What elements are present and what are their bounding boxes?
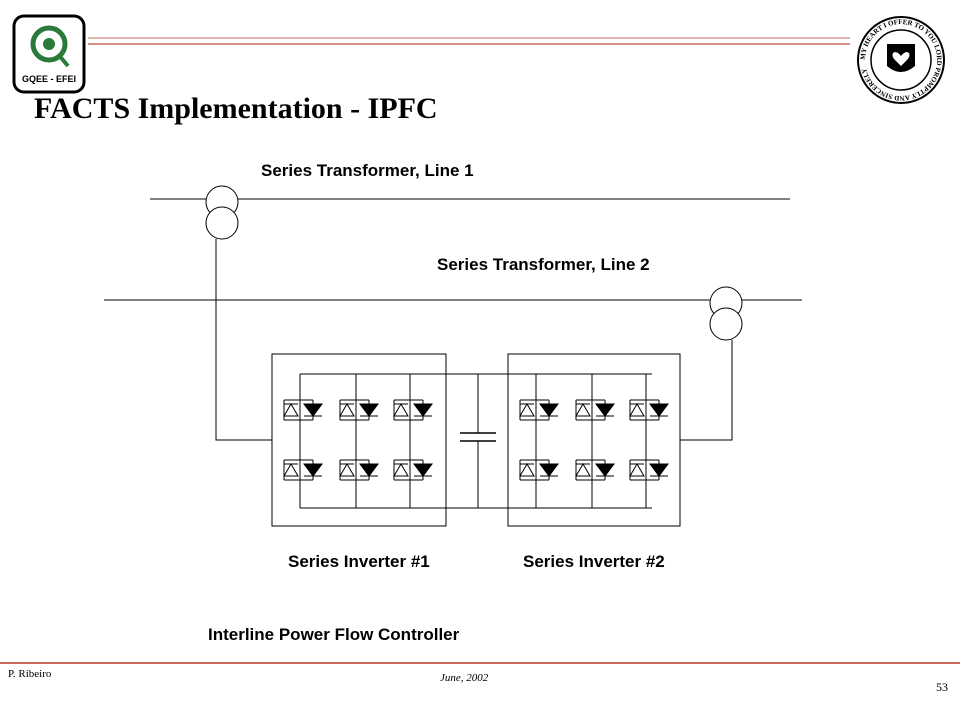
igbt-diode-cell [629,459,669,481]
header-rule [88,37,850,45]
label-series-transformer-1: Series Transformer, Line 1 [261,161,474,180]
label-series-inverter-1: Series Inverter #1 [288,552,430,571]
series-transformer-2 [709,286,743,341]
igbt-diode-cell [575,459,615,481]
wire-transformer2-to-inverter2 [680,340,733,441]
igbt-diode-cell [339,459,379,481]
igbt-diode-cell [393,459,433,481]
switch-array [283,374,669,508]
igbt-diode-cell [519,399,559,421]
igbt-diode-cell [629,399,669,421]
slide-title: FACTS Implementation - IPFC [34,92,438,125]
igbt-diode-cell [519,459,559,481]
label-series-transformer-2: Series Transformer, Line 2 [437,255,650,274]
series-transformer-1 [205,185,239,240]
inverter-2-box [507,353,681,527]
footer-author: P. Ribeiro [8,668,52,680]
igbt-diode-cell [575,399,615,421]
igbt-diode-cell [283,399,323,421]
igbt-diode-cell [339,399,379,421]
footer-rule [0,662,960,664]
footer-date: June, 2002 [440,672,489,684]
dc-link [300,373,652,509]
logo-text: GQEE - EFEI [22,74,76,84]
diagram-caption: Interline Power Flow Controller [208,625,460,644]
gqee-logo: GQEE - EFEI [12,14,86,94]
igbt-diode-cell [283,459,323,481]
label-series-inverter-2: Series Inverter #2 [523,552,665,571]
wire-transformer1-to-inverter1 [215,239,272,441]
university-seal: MY HEART I OFFER TO YOU LORD PROMPTLY AN… [857,16,945,104]
inverter-1-box [271,353,447,527]
page-number: 53 [936,680,948,694]
igbt-diode-cell [393,399,433,421]
